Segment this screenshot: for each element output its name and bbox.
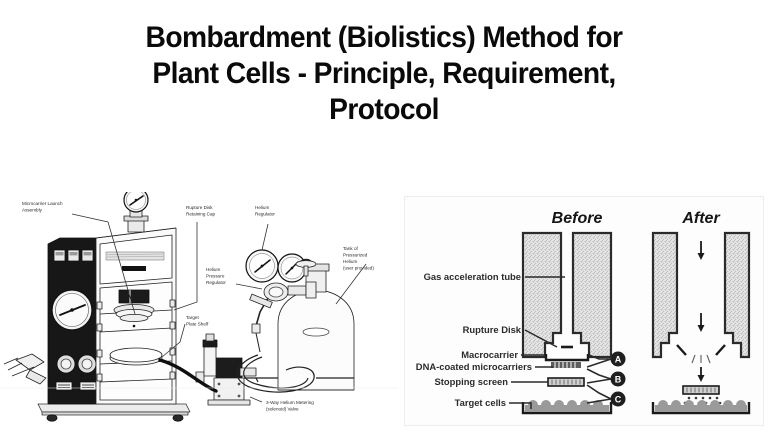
label-helium-regulator-line2: Regulator xyxy=(255,212,275,217)
label-tank-line3: Helium xyxy=(343,259,357,264)
label-tank-line2: Pressurized xyxy=(343,253,368,258)
left-figure-apparatus-diagram: Microcarrier Launch Assembly Rupture Dis… xyxy=(0,192,400,432)
solenoid-valve xyxy=(195,357,257,406)
label-helium-regulator-line1: Helium xyxy=(255,205,269,210)
label-solenoid-valve-line1: 3-Way Helium Metering xyxy=(266,400,314,405)
label-target-plate-shelf-line2: Plate Shelf xyxy=(186,322,209,327)
figures-row: Microcarrier Launch Assembly Rupture Dis… xyxy=(0,192,768,432)
after-gas-acceleration-tube xyxy=(651,231,751,359)
page-title-line-1: Bombardment (Biolistics) Method for xyxy=(145,21,623,54)
marker-b-circle xyxy=(610,371,626,387)
label-solenoid-valve-line2: (solenoid) Valve xyxy=(266,407,299,412)
label-tank-line1: Tank of xyxy=(343,246,359,251)
right-figure-leader-lines xyxy=(509,276,565,409)
before-macrocarrier xyxy=(544,354,590,362)
label-target-cells: Target cells xyxy=(455,397,506,408)
metering-column xyxy=(202,333,218,377)
label-rupture-disk-retaining-cap-line2: Retaining Cap xyxy=(186,212,216,217)
label-rupture-disk-retaining-cap-line1: Rupture Disk xyxy=(186,205,213,210)
helium-hose xyxy=(236,354,315,393)
marker-a-label: A xyxy=(615,355,622,365)
before-gas-acceleration-tube xyxy=(521,231,613,359)
label-helium-pressure-regulator-line2: Pressure xyxy=(206,274,225,279)
before-stopping-screen xyxy=(547,377,585,387)
marker-a-circle xyxy=(610,351,626,367)
after-target-cells xyxy=(651,400,751,415)
after-burst-rupture-disk xyxy=(676,344,726,356)
label-dna-coated-microcarriers: DNA-coated microcarriers xyxy=(416,361,532,372)
label-macrocarrier: Macrocarrier xyxy=(461,349,518,360)
after-burst-spray xyxy=(691,354,711,364)
label-helium-pressure-regulator-line3: Regulator xyxy=(206,280,226,285)
bombardment-chamber xyxy=(95,227,177,405)
label-tank-line4: (user provided) xyxy=(343,266,374,271)
right-figure-markers: A B C xyxy=(610,351,626,407)
after-gas-flow-arrows xyxy=(697,241,705,382)
marker-b-label: B xyxy=(615,375,622,385)
left-figure-leader-lines xyxy=(71,213,367,403)
label-target-plate-shelf-line1: Target xyxy=(186,315,199,320)
label-stopping-screen: Stopping screen xyxy=(435,376,509,387)
instrument-base xyxy=(37,403,191,422)
label-microcarrier-launch-assembly-line2: Assembly xyxy=(22,208,43,213)
marker-c-circle xyxy=(610,391,626,407)
marker-c-label: C xyxy=(615,395,622,405)
heading-before: Before xyxy=(552,210,603,227)
label-rupture-disk: Rupture Disk xyxy=(463,324,522,335)
page-title-line-2: Plant Cells - Principle, Requirement, xyxy=(152,57,616,90)
label-helium-pressure-regulator-line1: Helium xyxy=(206,267,220,272)
heading-after: After xyxy=(681,210,720,227)
label-microcarrier-launch-assembly-line1: Microcarrier Launch xyxy=(22,201,63,206)
after-stopping-screen xyxy=(682,385,720,395)
control-panel-column xyxy=(47,237,97,405)
right-figure-before-after-diagram: Before After xyxy=(404,196,764,426)
label-gas-acceleration-tube: Gas acceleration tube xyxy=(424,271,521,282)
helium-regulator-assembly xyxy=(245,249,317,353)
right-figure-labels: Gas acceleration tube Rupture Disk Macro… xyxy=(416,271,532,408)
right-figure-brackets xyxy=(586,354,612,404)
before-dna-coated-microcarriers xyxy=(551,362,581,368)
page-title: Bombardment (Biolistics) Method for Plan… xyxy=(0,20,768,128)
vacuum-hose-and-clamp xyxy=(3,353,47,385)
left-figure-labels: Microcarrier Launch Assembly Rupture Dis… xyxy=(22,201,374,412)
rupture-disk-retaining-cap-part xyxy=(123,192,149,233)
page-title-line-3: Protocol xyxy=(329,93,439,126)
target-plate xyxy=(109,347,163,366)
